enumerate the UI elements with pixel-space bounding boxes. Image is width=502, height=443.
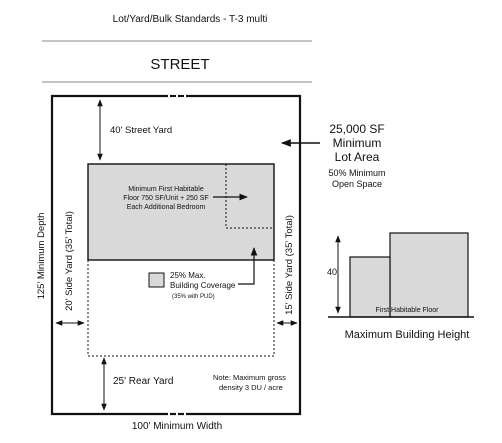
density-note-line2: density 3 DU / acre bbox=[219, 383, 283, 392]
building-footprint bbox=[87, 163, 275, 261]
coverage-line2: Building Coverage bbox=[170, 281, 236, 290]
first-floor-label: First Habitable Floor bbox=[375, 307, 439, 314]
height-diagram: 40' First Habitable Floor Maximum Buildi… bbox=[327, 232, 474, 341]
lot-area-line2: Minimum bbox=[333, 136, 382, 150]
coverage-swatch bbox=[148, 272, 165, 288]
side-yard-left-label: 20' Side Yard (35' Total) bbox=[64, 211, 75, 311]
density-note-line1: Note: Maximum gross bbox=[213, 373, 286, 382]
open-space-line2: Open Space bbox=[332, 179, 382, 189]
lot-boundary bbox=[50, 94, 302, 416]
first-habitable-line1: Minimum First Habitable bbox=[128, 186, 204, 193]
first-habitable-line2: Floor 750 SF/Unit + 250 SF bbox=[123, 195, 208, 202]
street-yard-label: 40' Street Yard bbox=[110, 125, 172, 136]
first-floor-outline bbox=[225, 164, 274, 229]
height-value: 40' bbox=[327, 267, 339, 277]
short-building-block bbox=[349, 256, 391, 318]
diagram-title: Lot/Yard/Bulk Standards - T-3 multi bbox=[113, 14, 268, 25]
coverage-arrow bbox=[238, 247, 258, 285]
min-depth-label: 125' Minimum Depth bbox=[36, 213, 47, 300]
min-width-label: 100' Minimum Width bbox=[132, 421, 222, 432]
first-habitable-line3: Each Additional Bedroom bbox=[127, 204, 206, 211]
coverage-line1: 25% Max. bbox=[170, 271, 206, 280]
open-space-line1: 50% Minimum bbox=[328, 168, 385, 178]
height-caption: Maximum Building Height bbox=[345, 329, 470, 341]
side-yard-right-label: 15' Side Yard (35' Total) bbox=[284, 215, 295, 315]
coverage-line3: (35% with PUD) bbox=[172, 294, 215, 300]
lot-area-value: 25,000 SF bbox=[329, 122, 384, 136]
building-envelope-outline bbox=[87, 260, 275, 357]
lot-area-line3: Lot Area bbox=[335, 150, 380, 164]
rear-yard-label: 25' Rear Yard bbox=[113, 376, 173, 387]
tall-building-block bbox=[389, 232, 469, 318]
street-label: STREET bbox=[150, 56, 209, 73]
